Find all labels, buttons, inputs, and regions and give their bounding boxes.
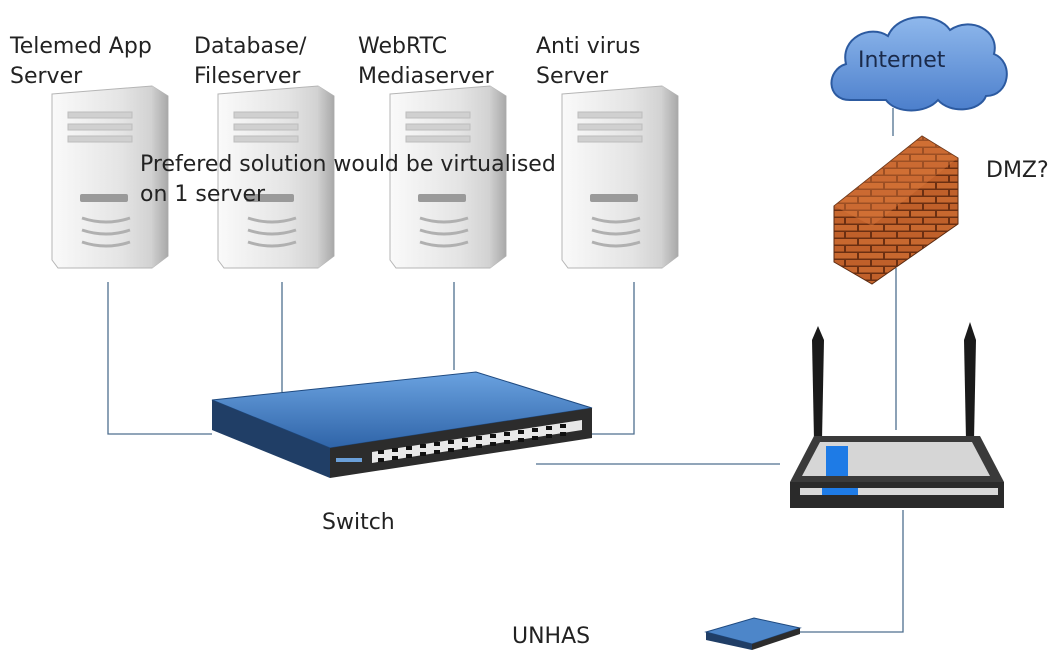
connection-lines	[107, 108, 904, 633]
small-switch-icon	[704, 617, 802, 650]
unhas-label: UNHAS	[512, 624, 591, 649]
switch-ports	[378, 424, 566, 462]
link-router-unhas	[800, 510, 904, 633]
server-icon	[217, 85, 335, 269]
server-icon	[389, 85, 507, 269]
switch-label: Switch	[322, 510, 395, 535]
cloud-icon	[830, 16, 1008, 112]
server-icon	[561, 85, 679, 269]
server-label-database: Database/Fileserver	[194, 34, 307, 89]
internet-label: Internet	[858, 48, 946, 73]
link-telemed-switch	[107, 282, 212, 435]
dmz-label: DMZ?	[986, 158, 1049, 183]
switch-icon	[211, 371, 593, 478]
router-icon	[790, 322, 1004, 508]
server-icon	[51, 85, 169, 269]
link-antivirus-switch	[590, 282, 635, 435]
firewall-icon	[833, 135, 959, 285]
